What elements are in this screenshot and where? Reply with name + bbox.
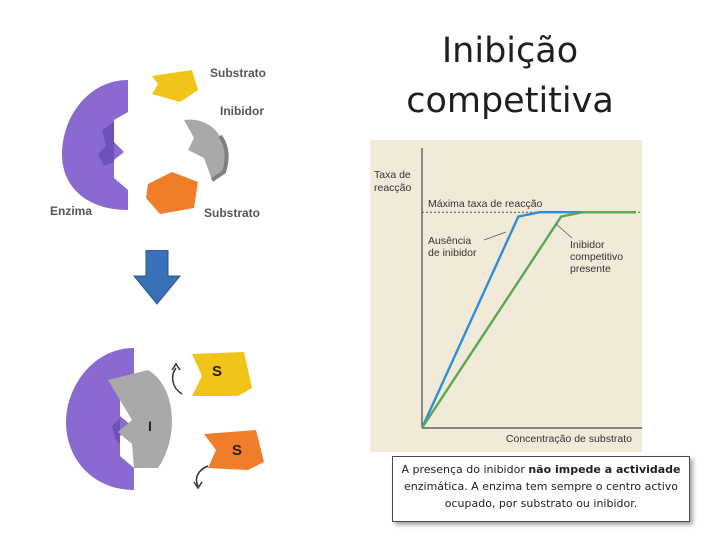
enzyme-shape [62, 80, 128, 210]
inhibitor-bound-shape [108, 370, 172, 468]
label-inibidor: Inibidor [220, 104, 264, 118]
substrate-s-bottom-shape [204, 430, 264, 470]
enzyme-active-site-bound [112, 418, 120, 444]
substrate-top-shape [152, 70, 198, 102]
label-substrato-top: Substrato [210, 66, 267, 80]
caption-part2: enzimática. A enzima tem sempre o centro… [404, 480, 678, 510]
substrate-bottom-shape [146, 172, 198, 214]
annotation-absence-line1: Ausência [428, 235, 471, 247]
slide-title: Inibição competitiva [400, 26, 620, 126]
annotation-absence-pointer [483, 231, 507, 241]
max-rate-label: Máxima taxa de reacção [428, 198, 543, 210]
title-line-1: Inibição [441, 31, 579, 71]
annotation-competitive-pointer [555, 223, 573, 239]
label-enzima: Enzima [50, 204, 93, 218]
y-axis-label-line2: reacção [374, 182, 412, 194]
label-i: I [148, 418, 152, 434]
label-s-top: S [212, 363, 223, 380]
annotation-competitive-line2: competitivo [570, 251, 623, 263]
inhibitor-shape [184, 119, 227, 180]
caption-bold: não impede a actividade [528, 463, 681, 476]
caption-box: A presença do inibidor não impede a acti… [392, 456, 690, 522]
title-line-2: competitiva [406, 81, 614, 121]
enzyme-active-site [98, 122, 114, 166]
inhibitor-shadow [210, 134, 229, 182]
annotation-competitive-line3: presente [570, 263, 611, 275]
enzyme-shape-bound [66, 348, 134, 490]
bottom-enzyme-diagram [66, 348, 264, 490]
x-axis-label: Concentração de substrato [506, 433, 632, 445]
annotation-absence-line2: de inibidor [428, 247, 477, 259]
annotation-competitive-line1: Inibidor [570, 239, 605, 251]
top-enzyme-diagram [62, 70, 229, 214]
series-line-2 [420, 211, 636, 429]
down-arrow-icon [132, 250, 182, 305]
label-substrato-bottom: Substrato [204, 206, 261, 220]
substrate-s-top-shape [192, 352, 252, 396]
y-axis-label-line1: Taxa de [374, 169, 411, 181]
caption-part1: A presença do inibidor [401, 463, 529, 476]
label-s-bottom: S [232, 442, 243, 459]
release-arrow-down-icon [195, 465, 209, 487]
release-arrow-up-icon [171, 367, 183, 395]
